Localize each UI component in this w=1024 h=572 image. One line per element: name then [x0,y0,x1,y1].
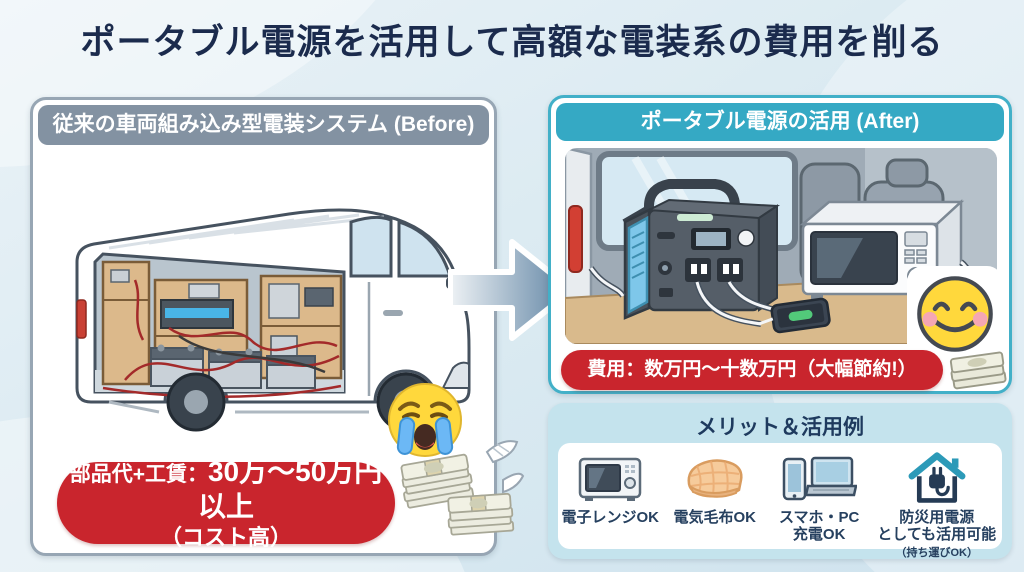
before-cost-note: （コスト高） [159,525,292,551]
merit-label: 電子レンジOK [561,509,659,526]
page-title: ポータブル電源を活用して高額な電装系の費用を削る [80,23,944,62]
merits-header: メリット＆活用例 [696,416,864,439]
merit-item-smartphone-pc: スマホ・PC 充電OK [767,453,871,544]
before-cost-prefix: 部品代+工賃： [69,463,208,487]
merit-label-sub: （持ち運びOK） [895,546,978,559]
merit-item-emergency-power: 防災用電源 としても活用可能 （持ち運びOK） [871,452,1002,560]
merits-box: 電子レンジOK 電気毛布OK [558,443,1002,559]
merits-panel: メリット＆活用例 電子レンジOK [548,403,1012,559]
after-panel: ポータブル電源の活用 (After) [548,95,1012,394]
merit-label-line: としても活用可能 [877,526,997,544]
right-arrow-icon [448,239,575,341]
money-stacks-flying-away-illustration [400,440,525,536]
merit-label-line: 防災用電源 [899,509,975,526]
before-panel-header: 従来の車両組み込み型電装システム (Before) [38,105,489,145]
electric-blanket-icon [687,459,743,498]
smartphone-pc-icon [782,456,858,501]
house-plug-icon [908,452,966,503]
after-panel-header: ポータブル電源の活用 (After) [556,103,1004,141]
before-cost-amount: 30万〜50万円以上 [197,456,383,523]
crying-face-emoji [388,383,462,457]
merit-label-line: スマホ・PC [778,509,860,526]
merit-label-line: 充電OK [792,526,846,544]
merit-label: 電気毛布OK [673,509,756,526]
merit-item-blanket: 電気毛布OK [662,453,766,526]
money-bills-icon [949,351,1007,390]
after-cost-badge: 費用：数万円〜十数万円（大幅節約!） [561,350,943,390]
merit-item-microwave: 電子レンジOK [558,453,662,526]
smiling-face-emoji [917,276,993,352]
before-panel: 従来の車両組み込み型電装システム (Before) [30,97,525,556]
before-cost-badge: 部品代+工賃：30万〜50万円以上 （コスト高） [57,456,395,550]
microwave-icon [578,457,642,501]
